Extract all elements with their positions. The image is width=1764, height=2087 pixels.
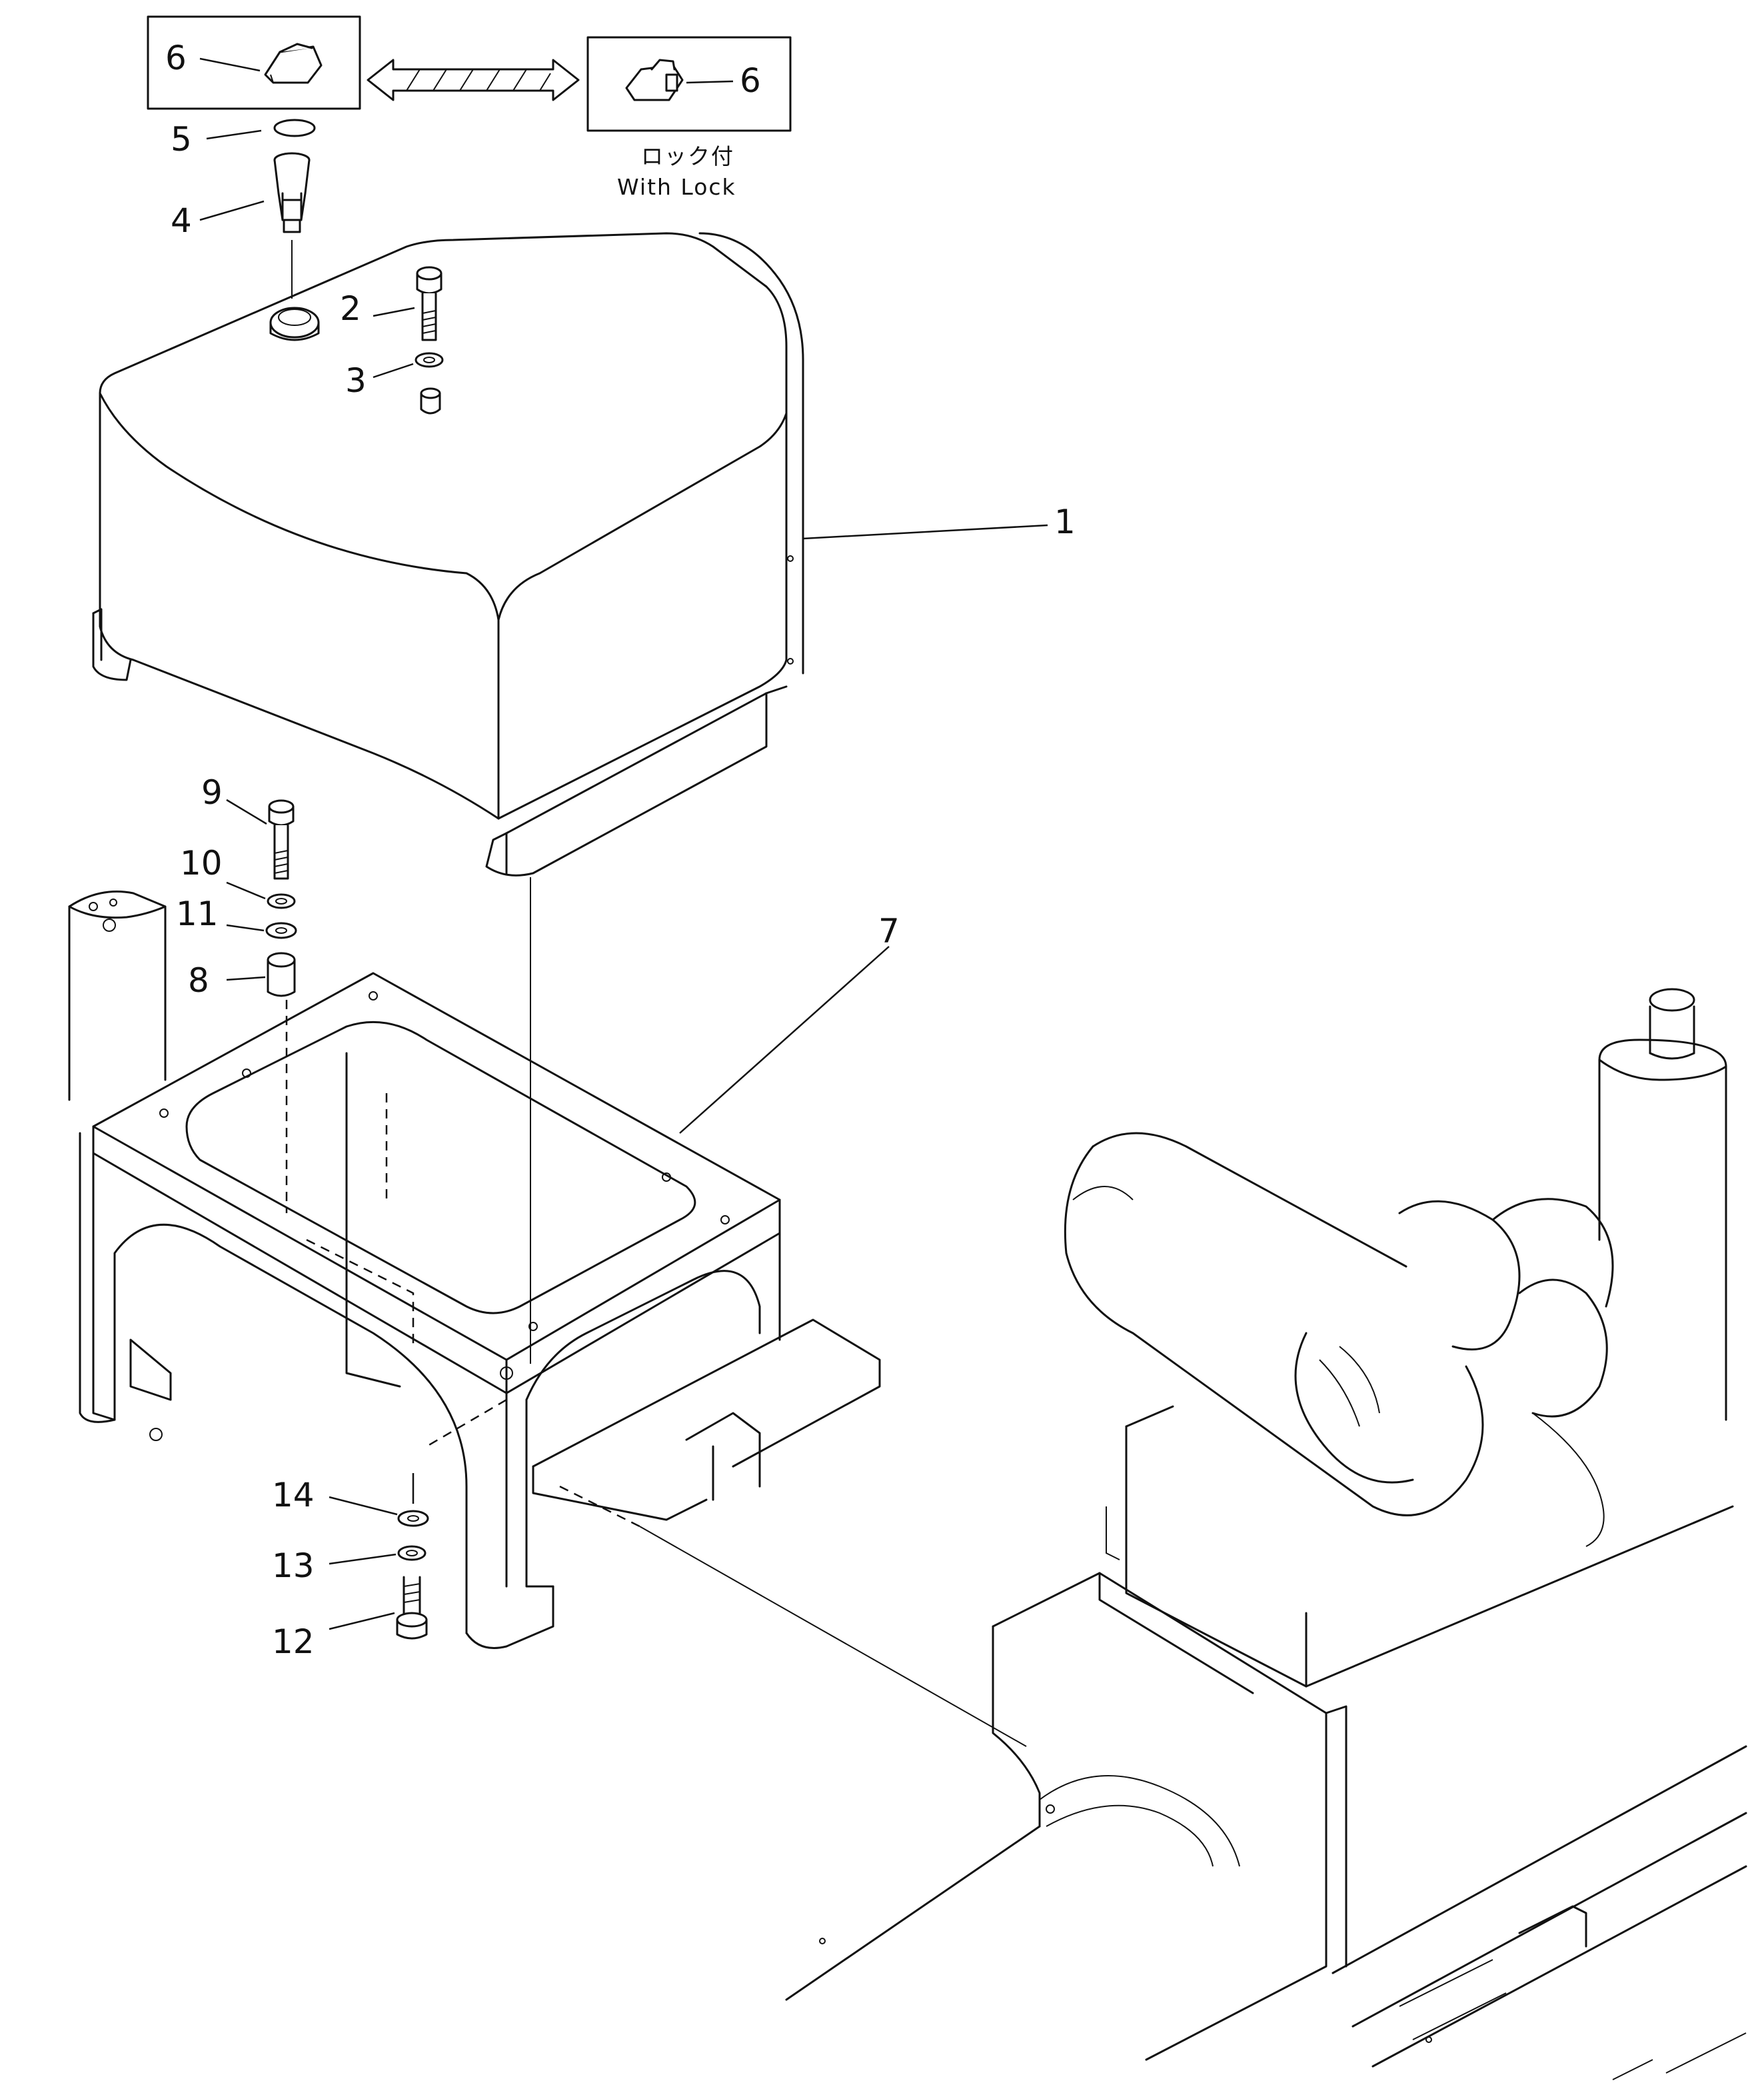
spacer-part-8: [267, 952, 296, 997]
callout-5: 5: [171, 120, 192, 159]
washer-part-14: [397, 1510, 429, 1527]
callout-12: 12: [272, 1622, 315, 1661]
strainer-part: [273, 152, 311, 233]
callout-14: 14: [272, 1476, 315, 1514]
bolt-part-12: [396, 1576, 428, 1640]
cap-icon: [264, 43, 323, 84]
callout-10: 10: [180, 844, 223, 883]
fuel-tank: [92, 232, 804, 877]
lock-cap-icon: [625, 59, 684, 101]
callout-13: 13: [272, 1546, 315, 1585]
callout-11: 11: [176, 895, 219, 933]
inset-lock-cap: 6: [586, 36, 792, 132]
o-ring-part: [273, 119, 316, 137]
lock-note-english: With Lock: [617, 174, 736, 200]
inset-standard-cap: 6: [147, 15, 361, 110]
callout-4: 4: [171, 201, 192, 240]
callout-8: 8: [188, 961, 209, 1000]
callout-7: 7: [878, 912, 900, 951]
callout-3: 3: [345, 361, 367, 400]
callout-6a: 6: [165, 39, 187, 77]
washer-part-11: [265, 922, 297, 939]
callout-6b: 6: [740, 61, 761, 100]
washer-part-3: [415, 352, 444, 368]
lock-note-japanese: ロック付: [641, 143, 734, 169]
interchange-arrow: [367, 59, 580, 101]
washer-part-13: [397, 1545, 427, 1561]
engine-context: [785, 988, 1747, 2080]
washer-part-10: [267, 893, 296, 909]
tank-stand: [68, 891, 881, 1649]
callout-1: 1: [1054, 503, 1076, 541]
callout-9: 9: [201, 773, 223, 812]
bolt-part-2: [416, 266, 442, 341]
bolt-part-9: [268, 799, 295, 880]
callout-2: 2: [340, 289, 361, 328]
